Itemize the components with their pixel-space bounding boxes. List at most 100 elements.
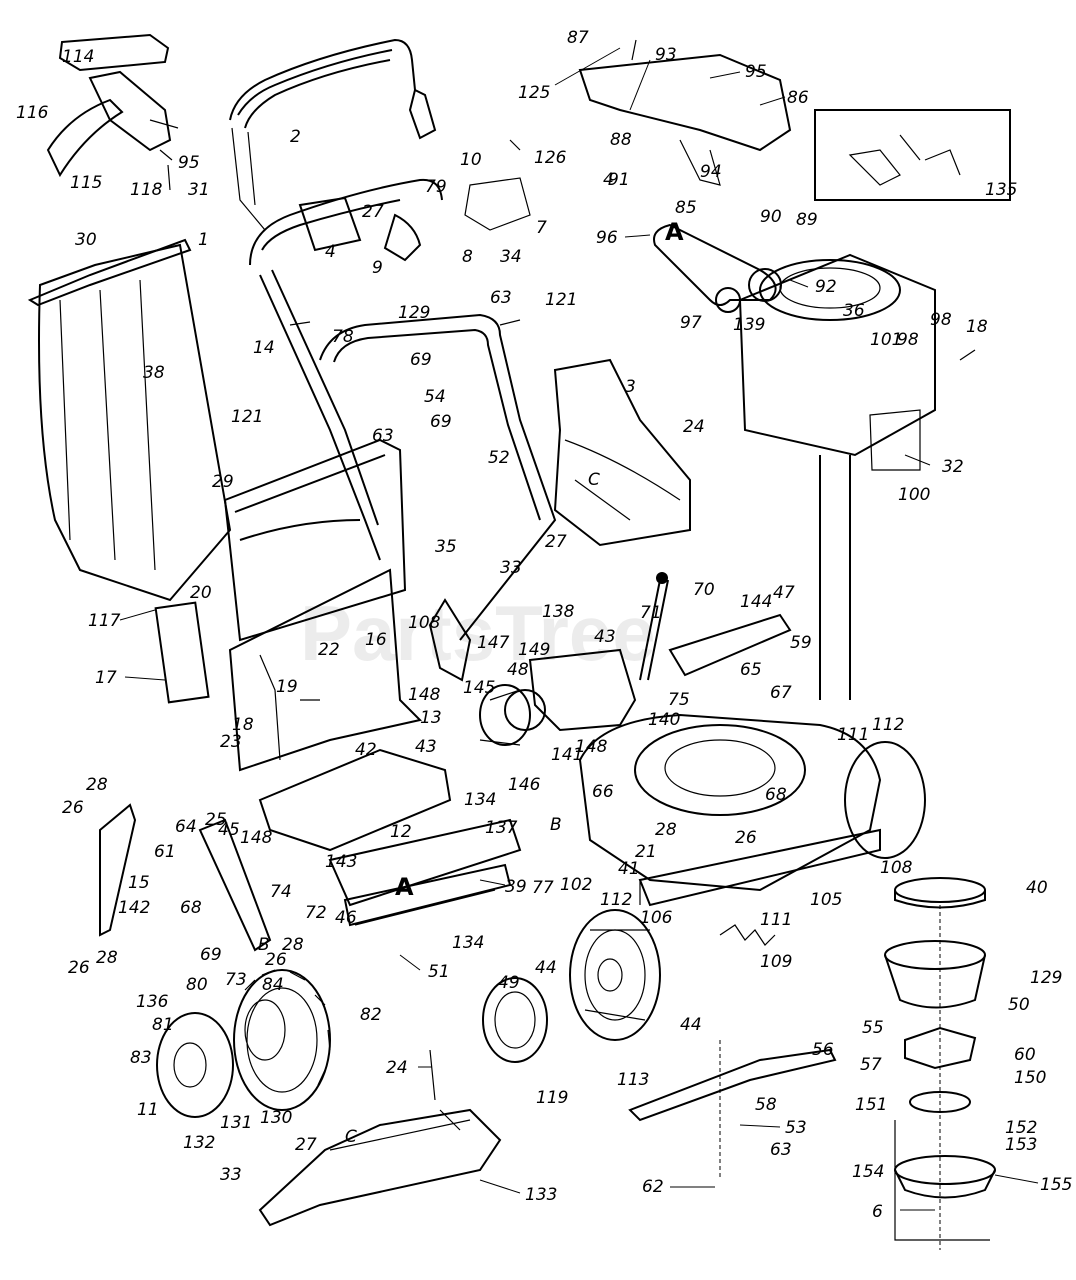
callout-98b: 98 (930, 310, 952, 330)
callout-34: 34 (500, 247, 522, 267)
callout-27: 27 (362, 202, 384, 222)
callout-19: 19 (276, 677, 298, 697)
callout-8: 8 (462, 247, 473, 267)
callout-137: 137 (485, 818, 518, 838)
callout-28d: 28 (96, 948, 118, 968)
callout-129: 129 (398, 303, 430, 323)
callout-126: 126 (534, 148, 567, 168)
callout-7: 7 (536, 218, 547, 238)
callout-100: 100 (898, 485, 930, 505)
callout-64: 64 (175, 817, 197, 837)
callout-152: 152 (1005, 1118, 1037, 1138)
front-wheel (569, 909, 661, 1041)
callout-108: 108 (408, 613, 441, 633)
zone-letter-b-deck: B (550, 815, 562, 835)
callout-43: 43 (594, 627, 616, 647)
callout-94: 94 (700, 162, 722, 182)
callout-149: 149 (518, 640, 550, 660)
callout-106: 106 (640, 908, 673, 928)
callout-67: 67 (770, 683, 792, 703)
callout-96: 96 (596, 228, 618, 248)
drive-housing (528, 648, 637, 732)
callout-59: 59 (790, 633, 812, 653)
callout-97: 97 (680, 313, 702, 333)
callout-95: 95 (178, 153, 200, 173)
callout-72: 72 (305, 903, 327, 923)
callout-68: 68 (765, 785, 787, 805)
callout-118: 118 (130, 180, 163, 200)
callout-147: 147 (477, 633, 510, 653)
gear-wheel (233, 969, 331, 1111)
callout-91: 91 (608, 170, 630, 190)
callout-52: 52 (488, 448, 510, 468)
callout-117: 117 (88, 611, 121, 631)
callout-28: 28 (86, 775, 108, 795)
callout-18b: 18 (232, 715, 254, 735)
callout-119: 119 (536, 1088, 568, 1108)
lower-handle (259, 269, 381, 561)
rear-cover (258, 1108, 502, 1227)
callout-134b: 134 (452, 933, 484, 953)
callout-26d: 26 (68, 958, 90, 978)
callout-93: 93 (655, 45, 677, 65)
callout-24: 24 (683, 417, 705, 437)
callout-3: 3 (625, 377, 636, 397)
callout-50: 50 (1008, 995, 1030, 1015)
callout-29: 29 (212, 472, 234, 492)
callout-61: 61 (154, 842, 176, 862)
callout-4: 4 (603, 170, 614, 190)
callout-53: 53 (785, 1118, 807, 1138)
callout-26: 26 (62, 798, 84, 818)
wheel-11 (156, 1012, 234, 1118)
callout-31: 31 (188, 180, 210, 200)
callout-112: 112 (872, 715, 904, 735)
callout-85: 85 (675, 198, 697, 218)
callout-151: 151 (855, 1095, 887, 1115)
callout-116: 116 (16, 103, 49, 123)
callout-12: 12 (390, 822, 412, 842)
callout-27c: 27 (295, 1135, 317, 1155)
zone-letter-c-chute: C (588, 470, 600, 490)
bag-clip-assembly (46, 33, 179, 191)
callout-102: 102 (560, 875, 592, 895)
callout-148: 148 (408, 685, 441, 705)
callout-36: 36 (843, 301, 865, 321)
callout-105: 105 (810, 890, 842, 910)
belt-guard (578, 53, 792, 152)
callout-11: 11 (137, 1100, 159, 1120)
callout-108b: 108 (880, 858, 913, 878)
callout-114: 114 (62, 47, 94, 67)
callout-98: 98 (897, 330, 919, 350)
callout-32: 32 (942, 457, 964, 477)
callout-136: 136 (136, 992, 169, 1012)
callout-38: 38 (143, 363, 165, 383)
parts-drawing (27, 33, 1011, 1250)
callout-51: 51 (428, 962, 450, 982)
callout-153: 153 (1005, 1135, 1037, 1155)
control-bail (249, 178, 443, 266)
zone-letter-c-cover: C (345, 1127, 357, 1147)
callout-35: 35 (435, 537, 457, 557)
callout-79: 79 (425, 177, 447, 197)
grass-bag (38, 243, 232, 602)
callout-74: 74 (270, 882, 292, 902)
callout-49: 49 (498, 973, 520, 993)
callout-129b: 129 (1030, 968, 1062, 988)
callout-30: 30 (75, 230, 97, 250)
callout-40: 40 (1026, 878, 1048, 898)
callout-27b: 27 (545, 532, 567, 552)
inset-callout-135: 135 (985, 180, 1017, 200)
callout-73: 73 (225, 970, 247, 990)
callout-22: 22 (318, 640, 340, 660)
zone-letter-a-upper: A (665, 218, 684, 246)
spring (719, 924, 776, 946)
mower-blade (628, 1048, 837, 1122)
callout-28c: 28 (282, 935, 304, 955)
drive-belt (653, 223, 777, 306)
callout-69c: 69 (200, 945, 222, 965)
callout-57: 57 (860, 1055, 882, 1075)
side-plate-64 (198, 818, 272, 952)
callout-26b: 26 (735, 828, 757, 848)
callout-63: 63 (490, 288, 512, 308)
callout-69b: 69 (430, 412, 452, 432)
